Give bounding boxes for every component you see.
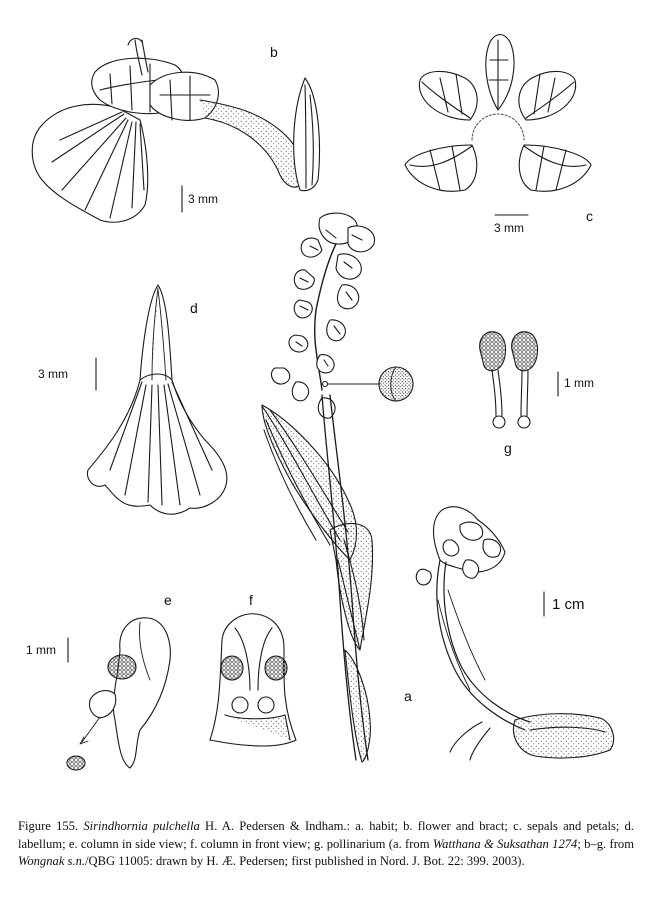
scale-label-c: 3 mm	[494, 221, 524, 235]
habit-whole-plant-drawing	[415, 506, 615, 761]
scale-label-b: 3 mm	[188, 192, 218, 206]
panel-label-a: a	[404, 688, 412, 704]
panel-label-c: c	[586, 208, 593, 224]
column-front-view-drawing	[209, 613, 297, 747]
scale-label-g: 1 mm	[564, 376, 594, 390]
panel-label-d: d	[190, 300, 198, 316]
caption-collector-1: Watthana & Suksathan 1274	[432, 836, 578, 851]
column-side-view-drawing	[66, 617, 171, 771]
botanical-plate	[31, 33, 615, 771]
figure-caption: Figure 155. Sirindhornia pulchella H. A.…	[18, 818, 634, 871]
panel-label-g: g	[504, 440, 512, 456]
caption-species: Sirindhornia pulchella	[83, 819, 200, 833]
labellum-drawing	[86, 284, 228, 515]
caption-tail: /QBG 11005: drawn by H. Æ. Pedersen; fir…	[85, 854, 525, 868]
panel-label-f: f	[249, 592, 253, 608]
caption-figure-number: Figure 155.	[18, 819, 79, 833]
panel-label-b: b	[270, 44, 278, 60]
caption-mid: ; b–g. from	[577, 836, 634, 851]
scale-label-a: 1 cm	[552, 596, 585, 613]
caption-authority: H. A. Pedersen & Indham.: a. habit; b. f…	[18, 819, 634, 851]
flower-and-bract-drawing	[31, 37, 321, 223]
scale-label-d: 3 mm	[38, 367, 68, 381]
panel-label-e: e	[164, 592, 172, 608]
pollinarium-drawing	[479, 331, 539, 429]
scale-label-e: 1 mm	[26, 643, 56, 657]
habit-plant-drawing	[261, 212, 414, 763]
caption-collector-2: Wongnak s.n.	[18, 854, 86, 868]
sepals-and-petals-drawing	[404, 33, 592, 192]
